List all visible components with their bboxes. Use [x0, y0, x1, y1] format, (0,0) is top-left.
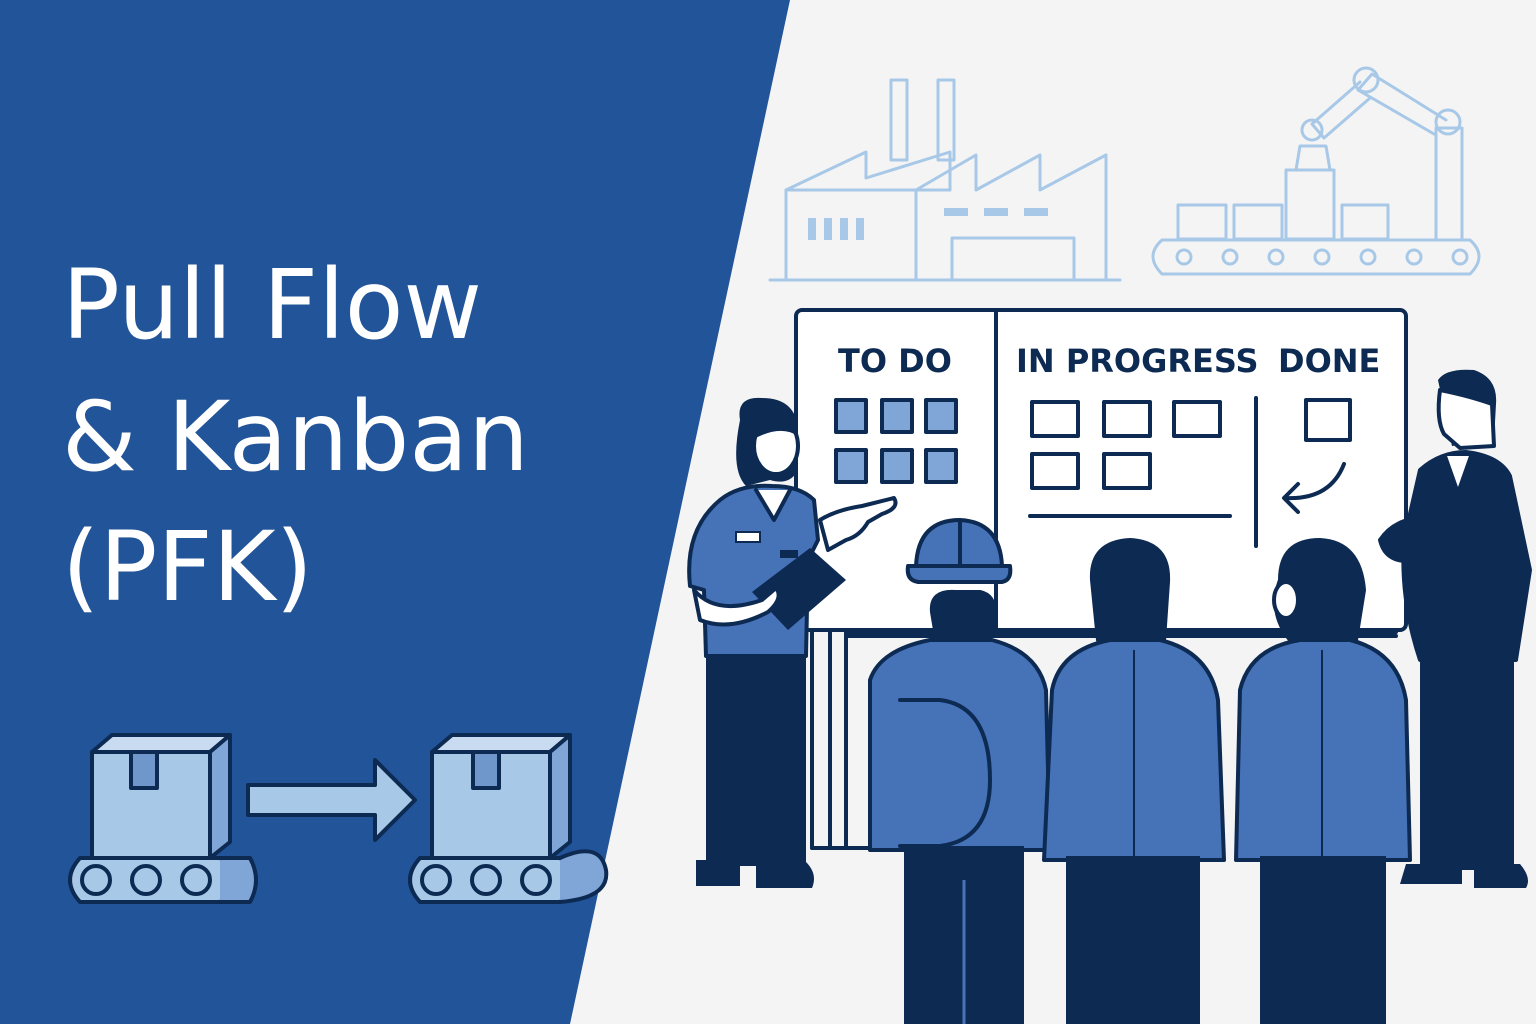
- factory-icon: [768, 78, 1122, 282]
- manager-suit: [1378, 369, 1532, 888]
- title-line-2: & Kanban: [62, 381, 529, 493]
- arrow-right-icon: [246, 758, 417, 842]
- box-icon: [430, 733, 572, 860]
- hard-hat-icon: [905, 518, 1013, 584]
- worker-hardhat: [868, 518, 1052, 1024]
- robot-arm-icon: [1151, 66, 1481, 276]
- column-todo: TO DO: [838, 342, 952, 380]
- in-progress-cards: [1030, 400, 1222, 490]
- done-cards: [1282, 398, 1352, 514]
- conveyor-icon: [68, 856, 258, 904]
- todo-cards: [834, 398, 958, 484]
- clipboard-icon: [752, 548, 846, 630]
- conveyor-icon: [408, 849, 609, 904]
- box-icon: [90, 733, 232, 860]
- column-in-progress: IN PROGRESS: [1016, 342, 1259, 380]
- title-line-3: (PFK): [62, 511, 313, 623]
- worker-right: [1234, 538, 1412, 1024]
- title-line-1: Pull Flow: [62, 249, 482, 361]
- column-done: DONE: [1278, 342, 1380, 380]
- presenter-woman: [687, 397, 898, 888]
- title-block: Pull Flow & Kanban (PFK): [62, 249, 529, 623]
- worker-middle: [1042, 538, 1226, 1024]
